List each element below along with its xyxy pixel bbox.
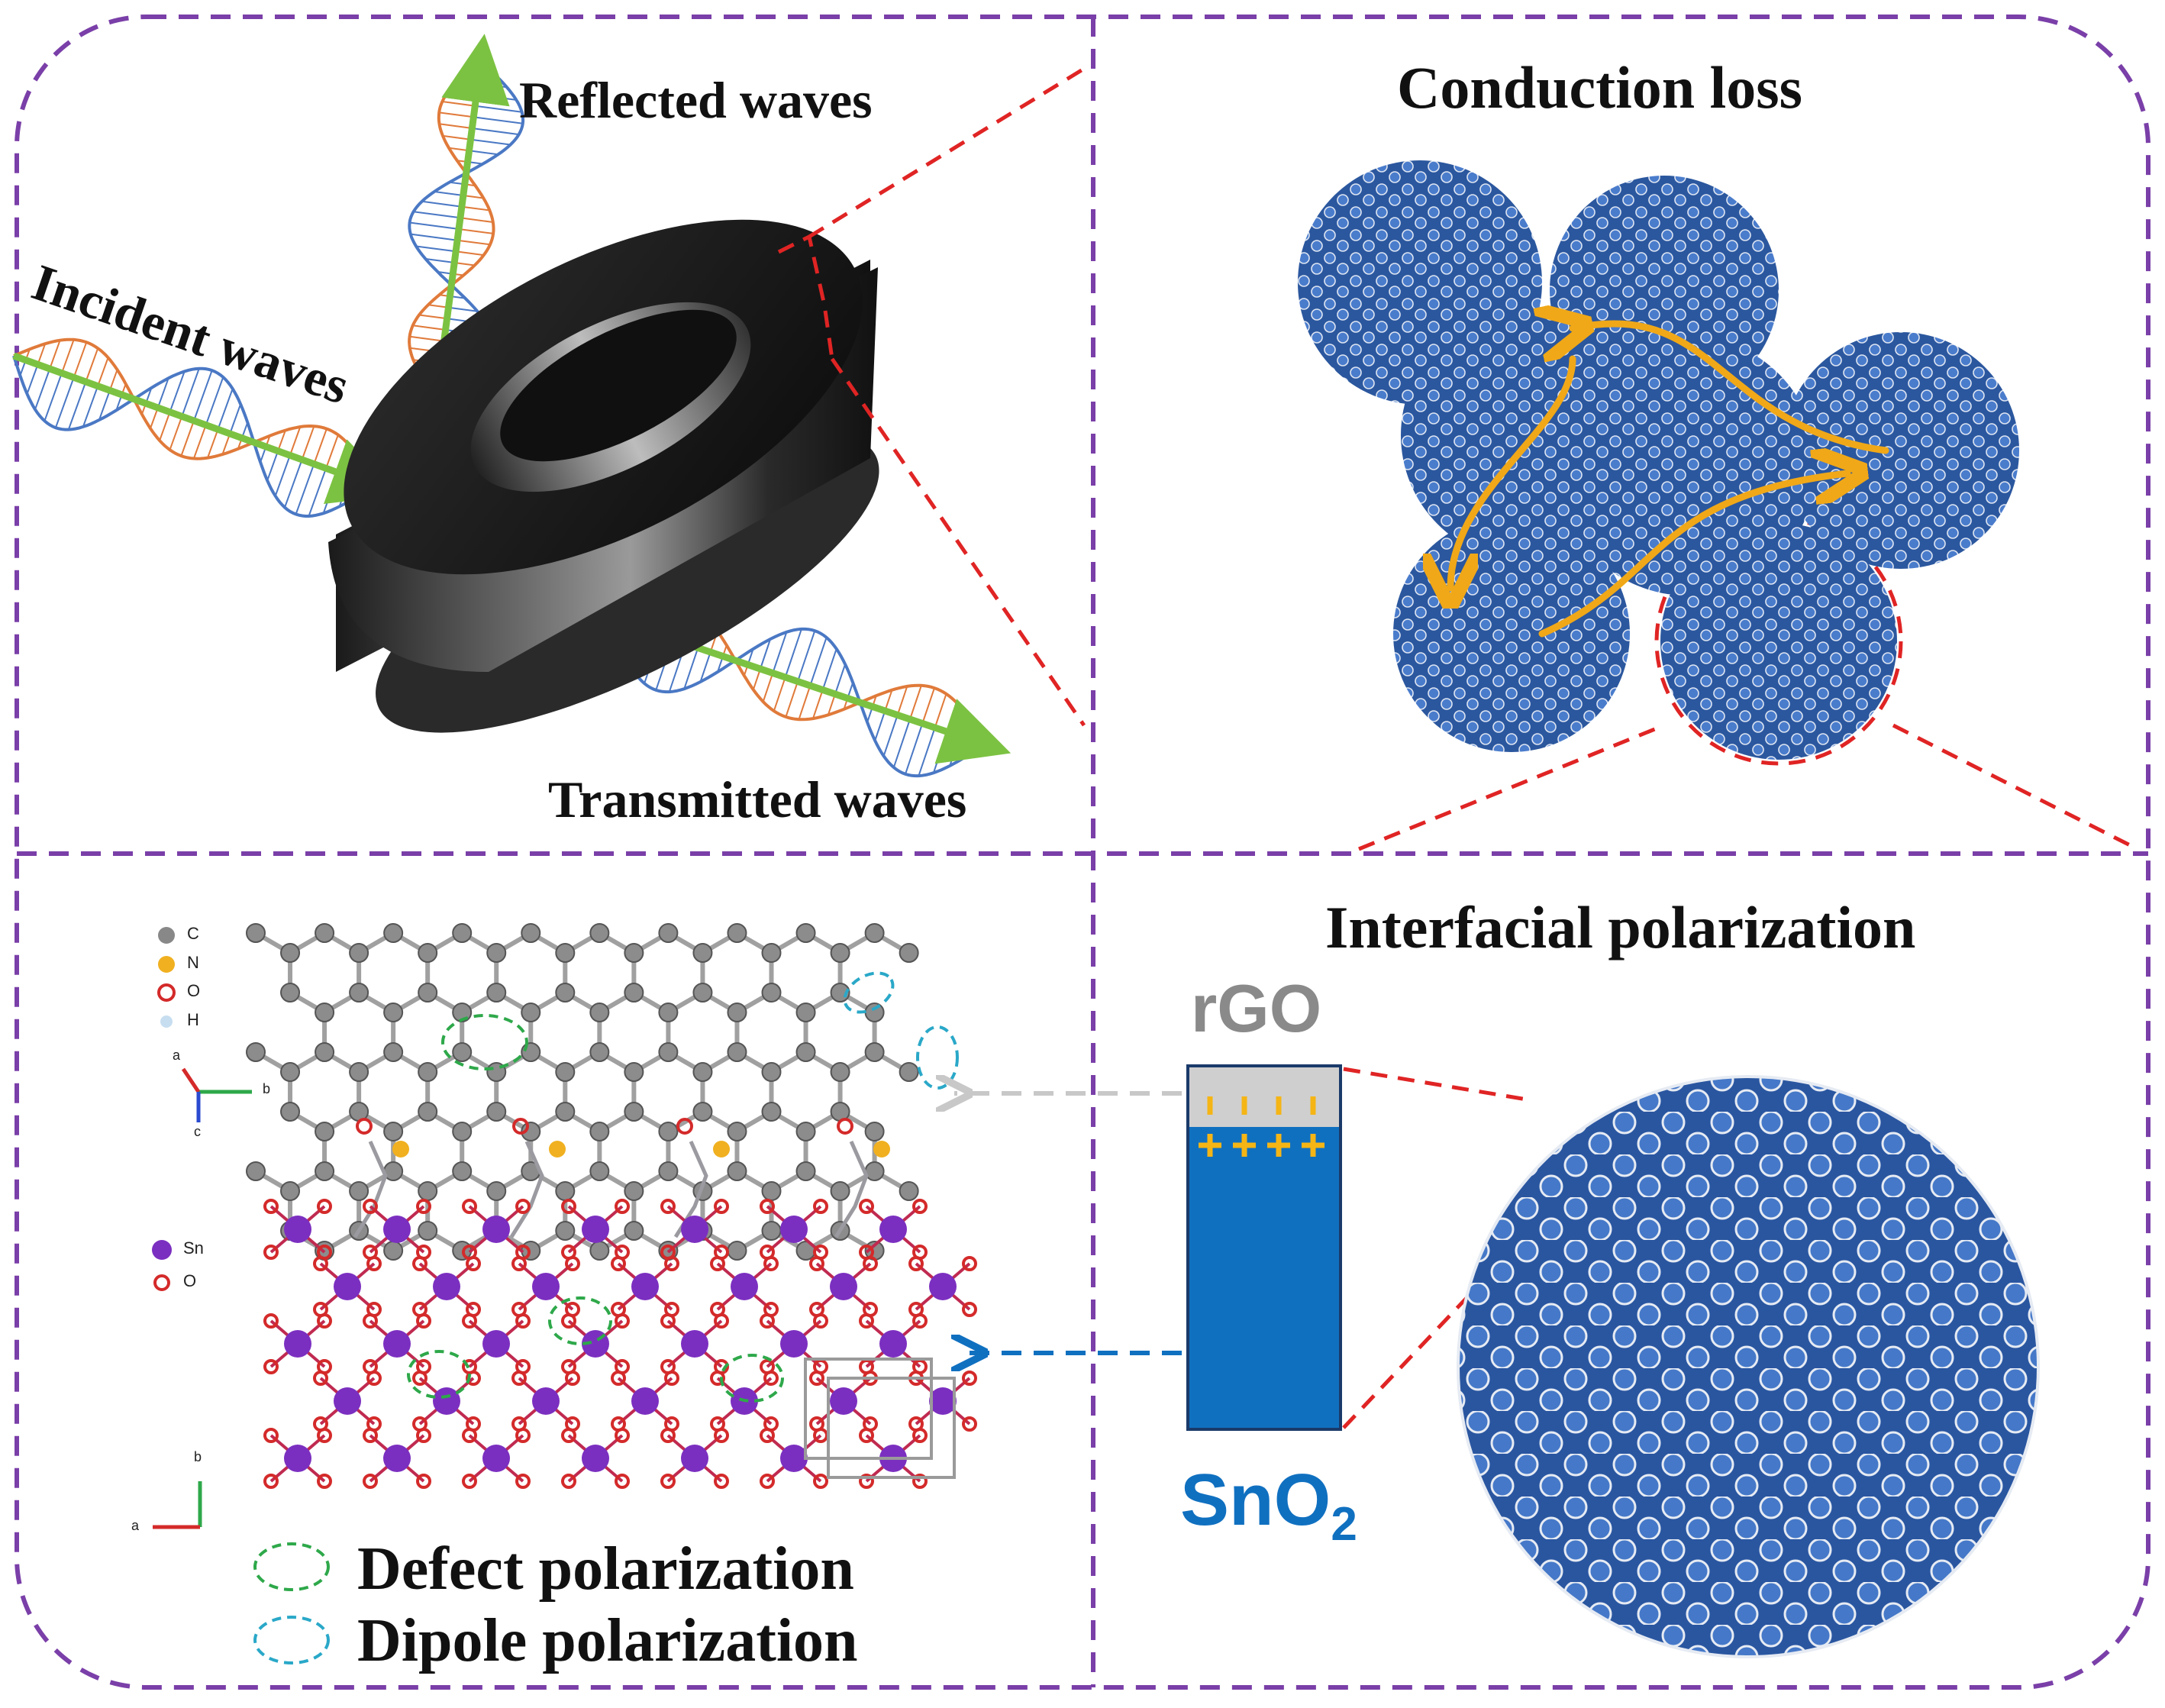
reflected-waves-label: Reflected waves bbox=[519, 71, 873, 129]
sno2-base: SnO bbox=[1180, 1459, 1331, 1541]
polarization-ellipses bbox=[407, 971, 959, 1403]
axis-b-top: b bbox=[263, 1081, 271, 1096]
defect-polarization-label: Defect polarization bbox=[357, 1535, 854, 1603]
sno2-label: SnO2 bbox=[1180, 1458, 1357, 1551]
conduction-paths bbox=[1450, 324, 1889, 638]
interface-bar bbox=[1186, 1064, 1342, 1431]
axis-a-top: a bbox=[173, 1048, 181, 1063]
panel-frame bbox=[15, 15, 2150, 1690]
legend-n: N bbox=[187, 953, 199, 972]
conduction-loss-title: Conduction loss bbox=[1397, 54, 1802, 121]
linker-chains bbox=[353, 1118, 890, 1238]
rgo-label: rGO bbox=[1191, 970, 1322, 1046]
graphene-bonds bbox=[254, 931, 911, 1253]
sno2-lattice bbox=[263, 1199, 977, 1489]
sno2-subscript: 2 bbox=[1331, 1498, 1357, 1551]
axis-glyph-top bbox=[181, 1067, 252, 1122]
legend-sn: Sn bbox=[183, 1238, 204, 1258]
axis-glyph-bottom bbox=[153, 1481, 202, 1529]
legend-o: O bbox=[187, 981, 201, 1000]
particle-cluster bbox=[1298, 160, 2019, 760]
legend-ellipses bbox=[253, 1542, 330, 1664]
large-particle bbox=[1457, 1075, 2040, 1658]
axis-b-bottom: b bbox=[194, 1449, 202, 1464]
interfacial-polarization-title: Interfacial polarization bbox=[1325, 894, 1916, 961]
lattice-atoms bbox=[263, 1199, 977, 1489]
legend-h: H bbox=[187, 1010, 199, 1029]
transmitted-waves-label: Transmitted waves bbox=[548, 770, 967, 828]
incident-wave bbox=[12, 337, 400, 518]
axis-c-top: c bbox=[194, 1124, 201, 1139]
zoom-lines bbox=[777, 66, 2139, 1429]
dipole-polarization-label: Dipole polarization bbox=[357, 1607, 858, 1674]
unit-cell bbox=[804, 1358, 956, 1479]
atom-legend-markers bbox=[152, 927, 176, 1291]
graphene-atoms bbox=[246, 923, 919, 1261]
axis-a-bottom: a bbox=[131, 1518, 140, 1533]
pointer-arrows bbox=[954, 1093, 1182, 1353]
legend-c: C bbox=[187, 924, 199, 943]
graphene-sheet bbox=[246, 923, 919, 1261]
absorber-ring bbox=[328, 219, 879, 733]
legend-o-sno2: O bbox=[183, 1271, 197, 1290]
